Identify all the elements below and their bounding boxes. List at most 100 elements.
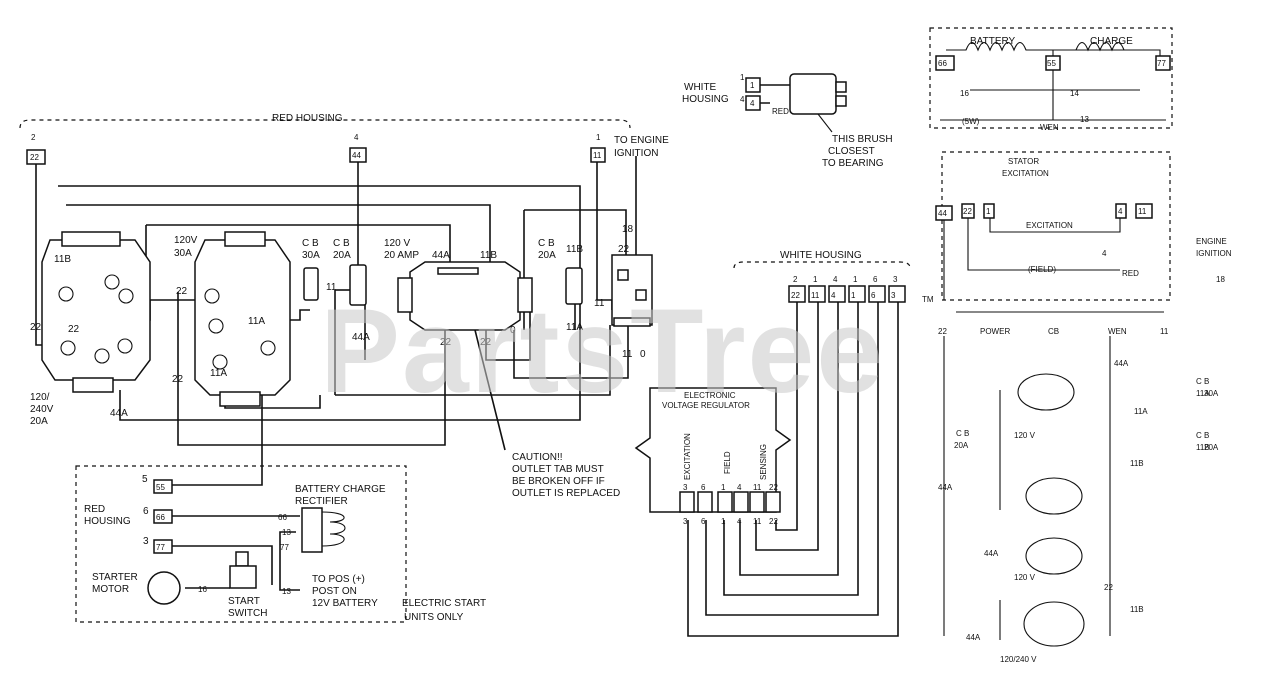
svg-text:3: 3 [143, 536, 149, 547]
svg-text:TM: TM [922, 295, 934, 304]
svg-text:20 AMP: 20 AMP [384, 250, 419, 261]
svg-text:IGNITION: IGNITION [614, 148, 658, 159]
svg-text:(FIELD): (FIELD) [1028, 265, 1056, 274]
svg-text:C B: C B [333, 238, 350, 249]
svg-text:44A: 44A [110, 408, 128, 419]
svg-text:CB: CB [1048, 327, 1059, 336]
regulator-pin [717, 491, 733, 513]
svg-text:11: 11 [622, 349, 633, 360]
white-housing-terminal-number: 1 [813, 275, 818, 284]
circuit-breaker-20a [349, 264, 367, 306]
svg-text:MOTOR: MOTOR [92, 584, 129, 595]
svg-text:ELECTRIC START: ELECTRIC START [402, 598, 486, 609]
svg-text:11B: 11B [480, 250, 497, 261]
svg-text:CHARGE: CHARGE [1090, 36, 1133, 47]
svg-text:THIS BRUSH: THIS BRUSH [832, 134, 893, 145]
svg-text:44: 44 [352, 151, 361, 160]
svg-text:22: 22 [68, 324, 80, 335]
svg-text:6: 6 [143, 506, 149, 517]
svg-text:44A: 44A [432, 250, 450, 261]
svg-text:14: 14 [1070, 89, 1079, 98]
svg-text:20A: 20A [1204, 443, 1219, 452]
svg-text:SENSING: SENSING [759, 444, 768, 480]
regulator-pin-label: 3 [683, 483, 688, 492]
partstree-watermark: PartsTree TM [320, 284, 934, 418]
svg-text:PartsTree: PartsTree [320, 284, 885, 418]
svg-text:11B: 11B [1196, 443, 1210, 452]
svg-text:EXCITATION: EXCITATION [1002, 169, 1049, 178]
regulator-pin [733, 491, 749, 513]
svg-text:4: 4 [354, 133, 359, 142]
svg-text:22: 22 [172, 374, 184, 385]
svg-text:120 V: 120 V [1014, 573, 1036, 582]
svg-text:20A: 20A [333, 250, 351, 261]
svg-text:1: 1 [750, 81, 755, 90]
svg-text:44A: 44A [1114, 359, 1129, 368]
svg-text:POST ON: POST ON [312, 586, 357, 597]
svg-text:120V: 120V [174, 235, 198, 246]
svg-text:WHITE HOUSING: WHITE HOUSING [780, 250, 862, 261]
svg-text:BE BROKEN OFF IF: BE BROKEN OFF IF [512, 476, 605, 487]
svg-text:66: 66 [938, 59, 947, 68]
svg-text:77: 77 [156, 543, 165, 552]
svg-text:22: 22 [618, 244, 630, 255]
red-housing-label: RED HOUSING [272, 113, 343, 124]
svg-text:2: 2 [31, 133, 36, 142]
svg-text:C B: C B [956, 429, 969, 438]
ignition-switch [611, 254, 653, 326]
svg-text:WHITE: WHITE [684, 82, 717, 93]
white-housing-terminal-number: 6 [873, 275, 878, 284]
svg-text:18: 18 [1216, 275, 1225, 284]
white-housing-terminal-number: 1 [853, 275, 858, 284]
svg-text:CLOSEST: CLOSEST [828, 146, 875, 157]
svg-text:C B: C B [1196, 431, 1209, 440]
svg-text:C B: C B [302, 238, 319, 249]
svg-text:12V BATTERY: 12V BATTERY [312, 598, 378, 609]
white-housing-terminal-label: 1 [851, 291, 856, 300]
svg-text:22: 22 [176, 286, 188, 297]
svg-text:11A: 11A [248, 316, 265, 327]
svg-text:22: 22 [440, 337, 452, 348]
svg-text:44: 44 [938, 209, 947, 218]
svg-text:FIELD: FIELD [723, 451, 732, 474]
svg-text:EXCITATION: EXCITATION [1026, 221, 1073, 230]
svg-text:11: 11 [1160, 327, 1169, 336]
brush-assembly [789, 73, 837, 115]
svg-text:11: 11 [326, 282, 337, 293]
regulator-pin [765, 491, 781, 513]
svg-text:44A: 44A [938, 483, 953, 492]
svg-text:11A: 11A [1196, 389, 1210, 398]
duplex-outlet [409, 261, 521, 331]
svg-text:WEN: WEN [1108, 327, 1127, 336]
svg-text:11B: 11B [566, 244, 583, 255]
regulator-pin-label-lower: 3 [683, 517, 688, 526]
svg-text:11A: 11A [1134, 407, 1148, 416]
svg-text:16: 16 [198, 585, 207, 594]
svg-text:POWER: POWER [980, 327, 1010, 336]
svg-text:44A: 44A [966, 633, 981, 642]
svg-text:5: 5 [142, 474, 148, 485]
white-housing-terminal-label: 11 [811, 291, 820, 300]
svg-text:30A: 30A [174, 248, 192, 259]
regulator-pin-label: 6 [701, 483, 706, 492]
svg-text:ENGINE: ENGINE [1196, 237, 1227, 246]
white-housing-terminal-number: 3 [893, 275, 898, 284]
regulator-pin [697, 491, 713, 513]
circuit-breaker-20a-right [565, 267, 583, 305]
svg-text:4: 4 [1102, 249, 1107, 258]
svg-text:TO ENGINE: TO ENGINE [614, 135, 669, 146]
svg-text:11B: 11B [54, 254, 71, 265]
white-housing-terminal [848, 285, 866, 303]
svg-text:TO BEARING: TO BEARING [822, 158, 884, 169]
regulator-pin-label: 11 [753, 483, 762, 492]
regulator-pin-label-lower: 22 [769, 517, 778, 526]
svg-text:IGNITION: IGNITION [1196, 249, 1232, 258]
svg-text:RED: RED [84, 504, 105, 515]
brush-detail: WHITE HOUSING 1 1 4 4 RED THIS BRUSH CLO… [682, 73, 893, 169]
svg-text:240V: 240V [30, 404, 54, 415]
svg-text:120 V: 120 V [1014, 431, 1036, 440]
svg-text:22: 22 [963, 207, 972, 216]
svg-text:11A: 11A [566, 322, 583, 333]
svg-text:ELECTRONIC: ELECTRONIC [684, 391, 736, 400]
